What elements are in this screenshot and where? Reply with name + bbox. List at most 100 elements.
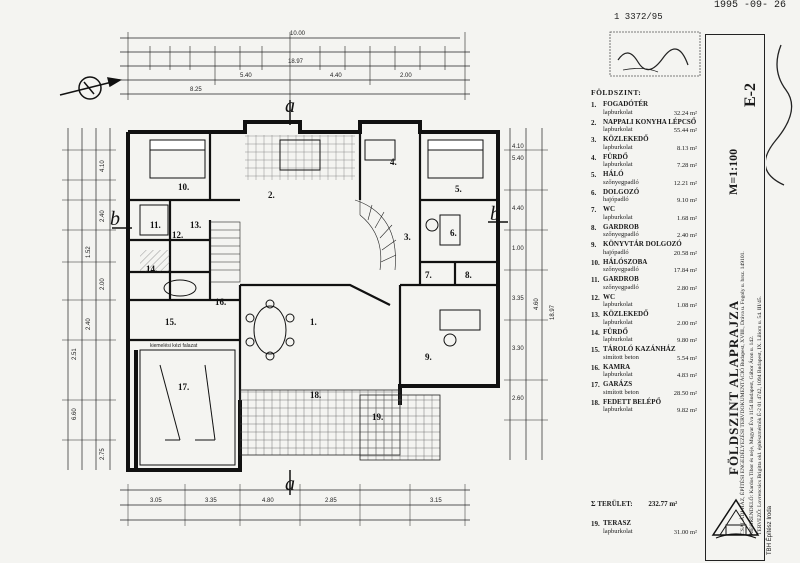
- room-label-9: 9.: [425, 352, 432, 362]
- section-mark-left: b: [110, 208, 120, 230]
- garage: [139, 349, 236, 466]
- section-mark-right: b: [490, 203, 500, 225]
- room-floor: lapburkolat: [603, 301, 633, 308]
- room-area: 17.84 m²: [673, 267, 697, 274]
- room-name: WC: [603, 292, 616, 301]
- room-label-18: 18.: [310, 390, 321, 400]
- room-area: 32.24 m²: [673, 109, 697, 117]
- terrace-tiles: [359, 394, 441, 461]
- dim-top-6: 10.00: [290, 31, 306, 37]
- room-label-3: 3.: [404, 232, 411, 242]
- room-area: 9.82 m²: [676, 407, 697, 414]
- dim-right-9: 2.60: [512, 396, 524, 402]
- room-number: 9.: [591, 241, 597, 249]
- room-number: 6.: [591, 188, 597, 197]
- room-floor: szőnyegpadló: [603, 266, 639, 273]
- terrace-area: 31.00 m²: [673, 528, 697, 536]
- room-number: 3.: [591, 136, 597, 144]
- room-area: 20.58 m²: [673, 249, 697, 257]
- room-name: KÖZLEKEDŐ: [603, 310, 649, 318]
- room-number: 8.: [591, 223, 597, 232]
- dim-left-6: 2.51: [72, 348, 78, 360]
- dim-bottom-2: 3.35: [205, 498, 217, 504]
- room-floor: hajópadló: [603, 248, 629, 256]
- room-area: 28.50 m²: [673, 389, 697, 397]
- room-label-13: 13.: [190, 220, 201, 230]
- dim-right-4: 1.00: [512, 246, 524, 252]
- room-label-8: 8.: [465, 270, 472, 280]
- logo-text: TBH Építész Iroda: [767, 505, 773, 555]
- top-dimension-lines: [120, 32, 470, 100]
- room-number: 11.: [591, 276, 600, 284]
- room-area: 5.54 m²: [676, 354, 697, 362]
- room-floor: simított beton: [603, 388, 639, 396]
- room-number: 16.: [591, 363, 600, 372]
- room-area: 2.80 m²: [676, 284, 697, 292]
- room-label-15: 15.: [165, 317, 176, 327]
- room-area: 1.08 m²: [676, 302, 697, 309]
- room-name: GARDROB: [603, 275, 639, 283]
- room-label-14: 14.: [146, 264, 157, 274]
- room-name: FEDETT BELÉPŐ: [603, 397, 662, 406]
- room-floor: lapburkolat: [603, 371, 633, 378]
- room-label-11: 11.: [150, 220, 161, 230]
- room-floor: lapburkolat: [603, 336, 633, 343]
- room-name: HÁLÓSZOBA: [603, 257, 648, 266]
- room-name: HÁLÓ: [603, 170, 624, 178]
- dim-right-5: 4.60: [534, 298, 540, 310]
- title-block: E-2 M=1:100 FÖLDSZINT ALAPRAJZA CSALÁDI …: [705, 34, 765, 561]
- room-area: 4.83 m²: [676, 372, 697, 379]
- room-number: 13.: [591, 311, 600, 319]
- room-number: 2.: [591, 118, 597, 127]
- room-name: GARDROB: [603, 222, 639, 231]
- room-floor: lapburkolat: [603, 126, 633, 133]
- room-number: 5.: [591, 171, 597, 179]
- room-label-7: 7.: [425, 270, 432, 280]
- date-stamp: 1995 -09- 26: [714, 0, 787, 11]
- room-floor: lapburkolat: [603, 161, 633, 168]
- room-floor: szőnyegpadló: [603, 283, 639, 291]
- room-number: 10.: [591, 258, 600, 267]
- room-floor: lapburkolat: [603, 108, 633, 116]
- room-label-19: 19.: [372, 412, 383, 422]
- room-number: 14.: [591, 328, 600, 337]
- room-number: 7.: [591, 206, 597, 214]
- room-area: 12.21 m²: [673, 179, 697, 187]
- room-floor: lapburkolat: [603, 318, 633, 326]
- dim-left-1: 4.10: [100, 160, 106, 172]
- room-name: FÜRDŐ: [603, 152, 628, 161]
- total-area: Σ TERÜLET: 232.77 m²: [591, 500, 677, 508]
- room-name: GARÁZS: [603, 380, 633, 388]
- room-label-2: 2.: [268, 190, 275, 200]
- room-name: KÖZLEKEDŐ: [603, 135, 649, 143]
- total-label: Σ TERÜLET:: [591, 500, 633, 508]
- signature-stamp: [609, 31, 701, 77]
- terrace-name: TERASZ: [603, 519, 632, 527]
- room-name: FOGADÓTÉR: [603, 100, 649, 108]
- dim-bottom-5: 3.15: [430, 498, 442, 504]
- interior-walls: [128, 132, 498, 470]
- dim-right-6: 18.97: [550, 304, 556, 320]
- room-name: KAMRA: [603, 362, 631, 371]
- left-dimension-lines: [62, 128, 116, 470]
- dim-right-1: 4.10: [512, 144, 524, 150]
- room-area: 9.80 m²: [676, 337, 697, 344]
- room-number: 4.: [591, 153, 597, 162]
- room-number: 1.: [591, 101, 597, 109]
- dim-left-7: 6.60: [72, 408, 78, 420]
- dim-top-5: 18.97: [288, 59, 304, 65]
